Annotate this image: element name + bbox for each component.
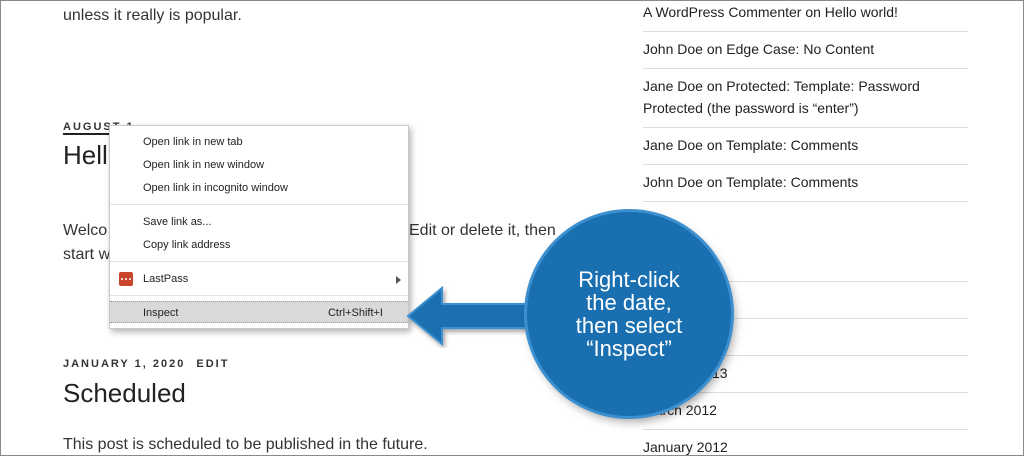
post-title[interactable]: Hell (63, 140, 108, 170)
menu-item-label: Open link in incognito window (143, 182, 288, 194)
recent-comment-item[interactable]: Jane Doe on Template: Comments (643, 137, 859, 153)
callout-text: Right-click the date, then select “Inspe… (527, 268, 731, 360)
recent-comment-item-continued[interactable]: Protected (the password is “enter”) (643, 100, 859, 116)
post-excerpt: Welco (63, 222, 108, 239)
menu-item-label: Copy link address (143, 239, 231, 251)
post-text-intro: unless it really is popular. (63, 7, 242, 24)
post-excerpt-continued: Edit or delete it, then (409, 222, 556, 239)
callout-line: the date, (586, 290, 672, 315)
divider (643, 281, 968, 282)
callout-line: “Inspect” (586, 336, 672, 361)
divider (643, 318, 968, 319)
menu-item-open-incognito[interactable]: Open link in incognito window (110, 177, 408, 199)
post-excerpt-line2: start w (63, 246, 111, 263)
menu-item-label: Inspect (143, 307, 179, 319)
divider (643, 429, 968, 430)
callout-bubble (527, 212, 731, 416)
menu-item-label: Save link as... (143, 216, 212, 228)
archive-item[interactable]: 13 (712, 365, 728, 381)
context-menu: Open link in new tab Open link in new wi… (109, 125, 409, 329)
menu-item-open-new-window[interactable]: Open link in new window (110, 154, 408, 176)
menu-item-open-new-tab[interactable]: Open link in new tab (110, 131, 408, 153)
recent-comment-item[interactable]: A WordPress Commenter on Hello world! (643, 4, 898, 20)
menu-item-label: Open link in new tab (143, 136, 243, 148)
divider (643, 392, 968, 393)
post-date-link[interactable]: JANUARY 1, 2020 (63, 358, 186, 370)
menu-item-label: Open link in new window (143, 159, 265, 171)
menu-item-inspect[interactable]: Inspect Ctrl+Shift+I (110, 301, 408, 323)
post-excerpt: This post is scheduled to be published i… (63, 436, 428, 453)
callout-line: Right-click (578, 267, 680, 292)
menu-separator (110, 261, 408, 262)
divider (643, 164, 968, 165)
post-title[interactable]: Scheduled (63, 378, 186, 408)
edit-link[interactable]: EDIT (196, 358, 230, 370)
menu-item-label: LastPass (143, 273, 189, 285)
menu-item-lastpass[interactable]: LastPass (110, 268, 408, 290)
recent-comment-item[interactable]: John Doe on Edge Case: No Content (643, 41, 875, 57)
divider (643, 127, 968, 128)
menu-separator (110, 295, 408, 296)
menu-item-copy-link[interactable]: Copy link address (110, 234, 408, 256)
chevron-right-icon (396, 276, 401, 284)
archive-item[interactable]: January 2012 (643, 439, 728, 455)
divider (643, 68, 968, 69)
divider (643, 201, 968, 202)
divider (643, 31, 968, 32)
divider (643, 355, 968, 356)
recent-comment-item[interactable]: Jane Doe on Protected: Template: Passwor… (643, 78, 920, 94)
menu-item-save-link[interactable]: Save link as... (110, 211, 408, 233)
recent-comment-item[interactable]: John Doe on Template: Comments (643, 174, 859, 190)
callout-line: then select (575, 313, 683, 338)
menu-item-shortcut: Ctrl+Shift+I (327, 307, 383, 319)
post-meta: JANUARY 1, 2020 EDIT (63, 358, 229, 370)
lastpass-icon (119, 272, 133, 286)
menu-separator (110, 204, 408, 205)
